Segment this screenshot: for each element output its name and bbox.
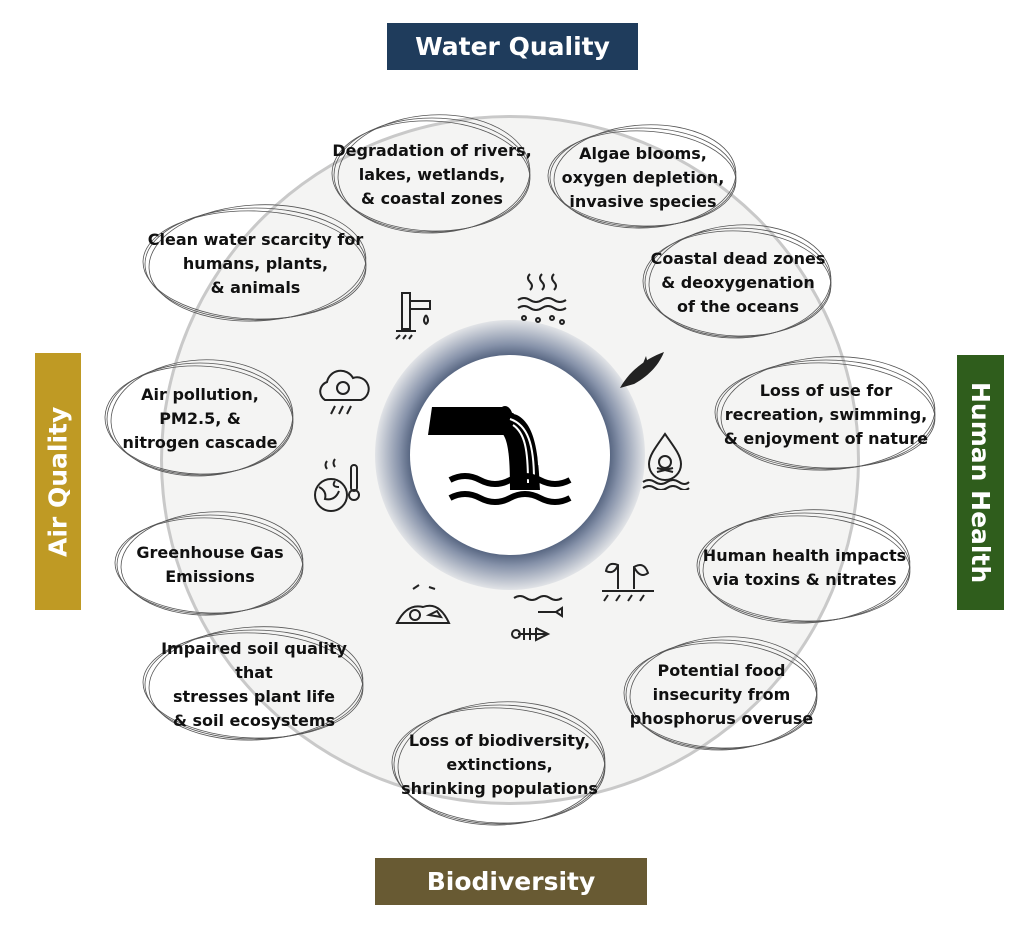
impact-text: Loss of use for recreation, swimming, & … [723, 380, 929, 448]
sketch-ellipse [642, 224, 832, 339]
impact-bubble-loss-of-use: Loss of use for recreation, swimming, & … [714, 356, 937, 472]
impact-bubble-algae-blooms: Algae blooms, oxygen depletion, invasive… [547, 124, 738, 230]
sketch-ellipse [142, 204, 367, 322]
impact-bubble-food-insecurity: Potential food insecurity from phosphoru… [623, 636, 819, 752]
sketch-ellipse [104, 359, 294, 477]
header-human-health: Human Health [957, 355, 1004, 610]
impact-text: Loss of biodiversity, extinctions, shrin… [401, 730, 598, 798]
sketch-ellipse [114, 511, 304, 616]
outflow-pipe-icon [428, 406, 572, 505]
sketch-ellipse [142, 626, 364, 741]
impact-text: Algae blooms, oxygen depletion, invasive… [561, 143, 725, 211]
impact-bubble-clean-water-scarcity: Clean water scarcity for humans, plants,… [142, 204, 368, 323]
trash-pile-icon [395, 584, 451, 624]
impact-bubble-degradation: Degradation of rivers, lakes, wetlands, … [331, 114, 532, 235]
toxic-water-drop-icon [642, 432, 690, 490]
center-circle [410, 355, 610, 555]
sketch-ellipse [696, 509, 911, 624]
impact-text: Air pollution, PM2.5, & nitrogen cascade [122, 385, 278, 452]
impact-text: Greenhouse Gas Emissions [136, 542, 284, 586]
impact-bubble-impaired-soil: Impaired soil quality that stresses plan… [142, 626, 365, 742]
global-warming-icon [314, 458, 360, 512]
impact-bubble-coastal-dead-zones: Coastal dead zones & deoxygenation of th… [642, 224, 833, 340]
wilted-plant-icon [602, 562, 654, 602]
sketch-ellipse [391, 701, 606, 826]
header-label: Biodiversity [426, 867, 596, 896]
impact-text: Impaired soil quality that stresses plan… [161, 638, 347, 730]
dead-fish-icon [511, 595, 563, 642]
impact-bubble-greenhouse-gas: Greenhouse Gas Emissions [114, 511, 305, 617]
impact-bubble-human-health-impacts: Human health impacts via toxins & nitrat… [696, 509, 912, 625]
header-label: Water Quality [415, 32, 610, 61]
sketch-ellipse [623, 636, 818, 751]
impact-text: Potential food insecurity from phosphoru… [629, 660, 814, 728]
header-biodiversity: Biodiversity [375, 858, 647, 905]
faucet-icon [395, 292, 431, 340]
sketch-ellipse [714, 356, 936, 471]
impact-text: Coastal dead zones & deoxygenation of th… [650, 248, 826, 316]
impact-bubble-loss-of-biodiversity: Loss of biodiversity, extinctions, shrin… [391, 701, 607, 827]
impact-text: Degradation of rivers, lakes, wetlands, … [332, 141, 532, 208]
header-water-quality: Water Quality [387, 23, 638, 70]
impact-text: Human health impacts via toxins & nitrat… [702, 545, 907, 589]
orca-icon [620, 352, 664, 388]
polluted-water-icon [517, 273, 567, 325]
header-label: Air Quality [43, 406, 73, 557]
header-label: Human Health [966, 381, 995, 584]
impact-bubble-air-pollution: Air pollution, PM2.5, & nitrogen cascade [104, 359, 295, 478]
sketch-ellipse [547, 124, 737, 229]
header-air-quality: Air Quality [35, 353, 81, 610]
toxic-cloud-icon [319, 369, 370, 415]
sketch-ellipse [331, 114, 531, 234]
impact-text: Clean water scarcity for humans, plants,… [147, 230, 364, 297]
